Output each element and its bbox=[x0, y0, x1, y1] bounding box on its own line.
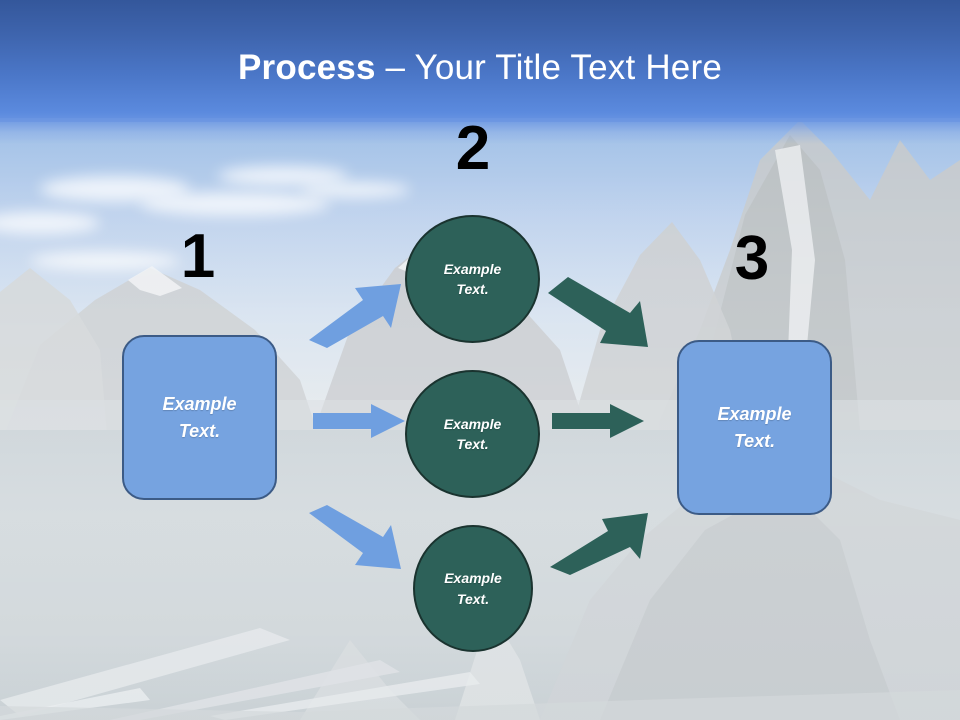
process-circle-3[interactable]: Example Text. bbox=[413, 525, 533, 652]
cloud-shape bbox=[300, 182, 410, 198]
process-circle-2-text: Example Text. bbox=[444, 414, 502, 455]
process-box-stage-one[interactable]: Example Text. bbox=[122, 335, 277, 500]
process-circle-2[interactable]: Example Text. bbox=[405, 370, 540, 498]
process-box-stage-one-line1: Example bbox=[162, 394, 237, 415]
arrow-circle3-to-box3[interactable] bbox=[548, 505, 652, 575]
process-circle-3-text: Example Text. bbox=[444, 568, 502, 609]
rock-spire-a bbox=[455, 610, 540, 720]
page-title-bold: Process bbox=[238, 48, 376, 87]
process-circle-3-line2: Text. bbox=[456, 590, 490, 607]
page-title: Process – Your Title Text Here bbox=[0, 48, 960, 88]
arrow-circle2-to-box3[interactable] bbox=[552, 404, 644, 438]
driftwood-log-3 bbox=[210, 672, 480, 720]
process-circle-1[interactable]: Example Text. bbox=[405, 215, 540, 343]
process-box-stage-three[interactable]: Example Text. bbox=[677, 340, 832, 515]
step-number-2: 2 bbox=[455, 114, 491, 183]
cloud-shape bbox=[0, 212, 100, 234]
mountain-left-snow bbox=[128, 266, 182, 296]
step-number-3: 3 bbox=[734, 224, 770, 293]
cloud-shape bbox=[218, 166, 348, 186]
process-box-stage-three-text: Example Text. bbox=[717, 401, 791, 453]
cloud-shape bbox=[30, 252, 180, 270]
shore-bottom-band bbox=[0, 690, 960, 720]
process-box-stage-three-line1: Example bbox=[717, 404, 792, 425]
title-banner-fade bbox=[0, 118, 960, 144]
arrow-box1-to-circle1[interactable] bbox=[305, 278, 405, 348]
cloud-shape bbox=[140, 192, 330, 216]
arrow-circle1-to-box3[interactable] bbox=[548, 277, 652, 353]
process-box-stage-three-line2: Text. bbox=[733, 430, 776, 451]
process-circle-3-line1: Example bbox=[444, 570, 502, 587]
arrow-box1-to-circle2[interactable] bbox=[313, 404, 405, 438]
process-circle-1-text: Example Text. bbox=[444, 259, 502, 300]
shore-rocks-right-dark bbox=[600, 500, 900, 720]
step-number-1: 1 bbox=[180, 222, 216, 291]
process-circle-2-line2: Text. bbox=[456, 436, 489, 452]
arrow-box1-to-circle3[interactable] bbox=[305, 505, 405, 575]
process-circle-2-line1: Example bbox=[443, 415, 502, 432]
driftwood-log-1 bbox=[0, 628, 290, 716]
process-box-stage-one-text: Example Text. bbox=[162, 391, 236, 443]
process-circle-1-line1: Example bbox=[443, 260, 502, 277]
driftwood-log-2 bbox=[110, 660, 400, 720]
process-box-stage-one-line2: Text. bbox=[178, 420, 221, 441]
page-title-rest: – Your Title Text Here bbox=[375, 48, 722, 87]
process-circle-1-line2: Text. bbox=[456, 281, 489, 297]
title-banner bbox=[0, 0, 960, 122]
